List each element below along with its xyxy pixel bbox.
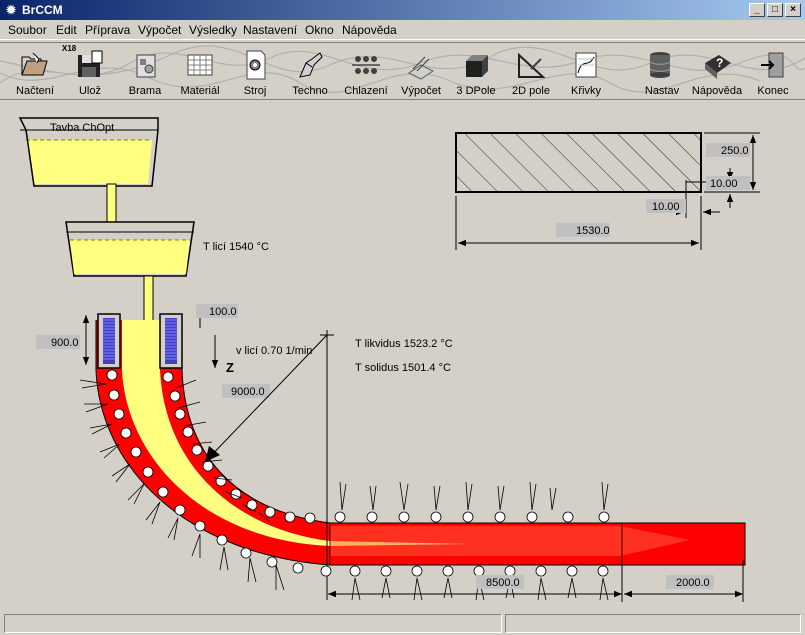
tool-label: Výpočet xyxy=(401,85,441,97)
help-book-icon: ? xyxy=(705,55,731,79)
section-width-value: 1530.0 xyxy=(576,225,610,237)
machine-diagram-canvas: Tavba ChOpt T licí 1540 °C xyxy=(0,102,805,610)
menu-vypocet[interactable]: Výpočet xyxy=(138,23,182,37)
tool-stroj[interactable]: Stroj xyxy=(225,47,285,99)
meniscus-offset-value: 100.0 xyxy=(209,306,237,318)
ladle-label: Tavba ChOpt xyxy=(50,122,114,134)
tundish xyxy=(65,221,195,277)
tool-krivky[interactable]: Křivky xyxy=(556,47,616,99)
menu-napoveda[interactable]: Nápověda xyxy=(342,23,397,37)
database-settings-icon xyxy=(649,52,671,78)
tool-label: Techno xyxy=(292,85,328,97)
open-folder-icon xyxy=(21,52,48,76)
casting-speed: v licí 0.70 1/min xyxy=(236,345,312,357)
radius-line xyxy=(204,334,328,463)
tool-3dpole[interactable]: 3 DPole xyxy=(446,47,506,99)
status-panel-main xyxy=(4,614,502,633)
2d-field-icon xyxy=(518,52,546,78)
tool-napoveda[interactable]: ? Nápověda xyxy=(687,47,747,99)
tool-label: Konec xyxy=(757,85,789,97)
straight-length-value: 8500.0 xyxy=(486,577,520,589)
guide-rolls xyxy=(106,369,610,577)
tool-label: 2D pole xyxy=(512,85,550,97)
tool-label: Načtení xyxy=(16,85,54,97)
node-x-value: 10.00 xyxy=(652,201,680,213)
ladle xyxy=(18,117,159,187)
minimize-button[interactable]: _ xyxy=(749,3,765,17)
z-axis-label: Z xyxy=(226,360,234,375)
menu-soubor[interactable]: Soubor xyxy=(8,23,47,37)
toolbar: Načtení X18 Ulož Brama Materiál xyxy=(0,42,805,100)
tool-brama[interactable]: Brama xyxy=(115,47,175,99)
app-icon[interactable]: ✹ xyxy=(5,3,17,17)
menu-nastaveni[interactable]: Nastavení xyxy=(243,23,298,37)
slab-icon xyxy=(136,54,156,78)
tool-material[interactable]: Materiál xyxy=(170,47,230,99)
tool-label: Ulož xyxy=(78,85,101,97)
3d-field-icon xyxy=(466,55,488,77)
strand-shell xyxy=(96,320,745,565)
casting-temperature: T licí 1540 °C xyxy=(203,241,269,253)
tool-konec[interactable]: Konec xyxy=(743,47,803,99)
tool-label: Nápověda xyxy=(691,85,743,97)
maximize-button[interactable]: □ xyxy=(767,3,783,17)
menu-okno[interactable]: Okno xyxy=(305,23,334,37)
tool-label: Brama xyxy=(128,85,162,97)
menu-vysledky[interactable]: Výsledky xyxy=(189,23,238,37)
tail-length-value: 2000.0 xyxy=(676,577,710,589)
mould-length-value: 900.0 xyxy=(51,337,79,349)
tool-label: Materiál xyxy=(180,85,220,97)
status-panel-secondary xyxy=(505,614,801,633)
radius-value: 9000.0 xyxy=(231,386,265,398)
section-thickness-value: 250.0 xyxy=(721,145,749,157)
tool-label: Stroj xyxy=(243,85,267,97)
save-disk-icon xyxy=(78,50,103,77)
slab-cross-section xyxy=(455,132,702,193)
tool-nacteni[interactable]: Načtení xyxy=(5,47,65,99)
material-table-icon xyxy=(187,54,213,76)
cooling-nozzles-icon xyxy=(352,56,380,74)
menu-edit[interactable]: Edit xyxy=(56,23,77,37)
node-y-value: 10.00 xyxy=(710,178,738,190)
caster-diagram: Tavba ChOpt T licí 1540 °C xyxy=(18,117,760,602)
status-bar xyxy=(0,612,805,635)
tool-nastav[interactable]: Nastav xyxy=(632,47,692,99)
liquid-core xyxy=(122,320,470,546)
tool-2dpole[interactable]: 2D pole xyxy=(501,47,561,99)
tool-label: Nastav xyxy=(644,85,680,97)
calculation-icon xyxy=(408,56,434,80)
solidus-temperature: T solidus 1501.4 °C xyxy=(355,362,451,374)
curves-icon xyxy=(575,52,597,78)
machine-icon xyxy=(246,50,266,80)
window-title: BrCCM xyxy=(22,3,63,17)
tool-label: Křivky xyxy=(571,85,601,97)
tool-chlazeni[interactable]: Chlazení xyxy=(336,47,396,99)
tool-badge: X18 xyxy=(62,44,77,53)
title-bar: ✹ BrCCM _ □ × xyxy=(0,0,805,20)
liquidus-temperature: T likvidus 1523.2 °C xyxy=(355,338,453,350)
close-button[interactable]: × xyxy=(785,3,801,17)
menu-priprava[interactable]: Příprava xyxy=(85,23,131,37)
tool-vypocet[interactable]: Výpočet xyxy=(391,47,451,99)
svg-text:?: ? xyxy=(716,56,723,70)
tool-label: Chlazení xyxy=(344,85,388,97)
exit-door-icon xyxy=(761,52,784,78)
ladle-shroud xyxy=(106,183,117,225)
tool-uloz[interactable]: X18 Ulož xyxy=(60,44,120,99)
mould xyxy=(97,313,183,369)
menu-bar: Soubor Edit Příprava Výpočet Výsledky Na… xyxy=(0,20,805,40)
tool-label: 3 DPole xyxy=(456,85,496,97)
hand-wrench-icon xyxy=(299,52,323,78)
tool-techno[interactable]: Techno xyxy=(280,47,340,99)
